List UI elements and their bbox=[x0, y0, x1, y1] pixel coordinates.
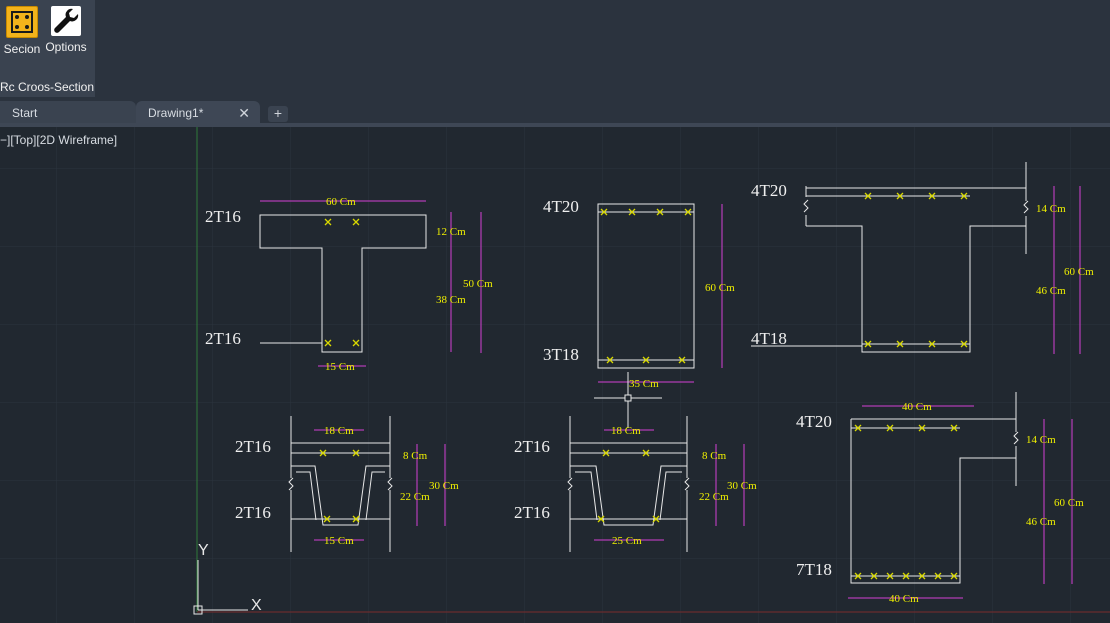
section-4-web-height-label: 22 Cm bbox=[400, 491, 430, 503]
section-1-flange-label: 12 Cm bbox=[436, 226, 466, 238]
section-6-bottom-bars: 7T18 bbox=[796, 560, 832, 579]
add-tab-button[interactable]: + bbox=[268, 106, 288, 122]
section-button[interactable]: Secion bbox=[0, 4, 44, 58]
panel-title: Rc Croos-Section bbox=[0, 80, 95, 94]
section-3-total-label: 60 Cm bbox=[1064, 266, 1094, 278]
section-5-top-bars: 2T16 bbox=[514, 437, 550, 456]
section-5-bottom-bars: 2T16 bbox=[514, 503, 550, 522]
wrench-icon bbox=[51, 6, 81, 36]
tab-start-label: Start bbox=[12, 106, 38, 120]
section-5-bottom-width-label: 25 Cm bbox=[612, 535, 642, 547]
section-1 bbox=[259, 200, 482, 367]
viewport-controls[interactable]: −][Top][2D Wireframe] bbox=[0, 133, 118, 147]
tab-bar: Start Drawing1* ✕ + bbox=[0, 97, 1110, 126]
section-1-width-label: 60 Cm bbox=[326, 196, 356, 208]
tab-divider bbox=[0, 123, 1110, 127]
drawing-canvas[interactable]: 2T16 2T16 60 Cm 12 Cm 50 Cm 38 Cm 15 Cm … bbox=[0, 127, 1110, 623]
section-2 bbox=[597, 203, 723, 383]
section-3-web-height-label: 46 Cm bbox=[1036, 285, 1066, 297]
section-2-width-label: 35 Cm bbox=[629, 378, 659, 390]
ucs-x-label: X bbox=[251, 597, 262, 614]
section-2-height-label: 60 Cm bbox=[705, 282, 735, 294]
tab-drawing-label: Drawing1* bbox=[148, 106, 204, 120]
section-5-flange-label: 8 Cm bbox=[702, 450, 727, 462]
section-1-top-bars: 2T16 bbox=[205, 207, 241, 226]
ribbon: Secion Options Rc Croos-Section bbox=[0, 0, 1110, 97]
close-icon[interactable]: ✕ bbox=[238, 105, 250, 121]
section-1-total-label: 50 Cm bbox=[463, 278, 493, 290]
section-1-web-width-label: 15 Cm bbox=[325, 361, 355, 373]
section-6-bottom-width-label: 40 Cm bbox=[889, 593, 919, 605]
ucs-y-label: Y bbox=[198, 542, 209, 559]
section-4-flange-label: 8 Cm bbox=[403, 450, 428, 462]
section-6-web-height-label: 46 Cm bbox=[1026, 516, 1056, 528]
section-1-bottom-bars: 2T16 bbox=[205, 329, 241, 348]
ucs-icon bbox=[193, 560, 248, 615]
section-4-top-width-label: 18 Cm bbox=[324, 425, 354, 437]
section-6-top-bars: 4T20 bbox=[796, 412, 832, 431]
section-3-flange-label: 14 Cm bbox=[1036, 203, 1066, 215]
section-3-top-bars: 4T20 bbox=[751, 181, 787, 200]
section-4-bottom-bars: 2T16 bbox=[235, 503, 271, 522]
section-4-total-label: 30 Cm bbox=[429, 480, 459, 492]
section-2-bottom-bars: 3T18 bbox=[543, 345, 579, 364]
section-6 bbox=[848, 392, 1073, 599]
section-5 bbox=[567, 416, 745, 552]
options-button[interactable]: Options bbox=[44, 4, 88, 58]
section-5-top-width-label: 18 Cm bbox=[611, 425, 641, 437]
tab-drawing[interactable]: Drawing1* ✕ bbox=[136, 101, 260, 125]
tab-start[interactable]: Start bbox=[0, 101, 136, 125]
section-6-flange-label: 14 Cm bbox=[1026, 434, 1056, 446]
ribbon-panel: Secion Options Rc Croos-Section bbox=[0, 0, 95, 97]
section-1-web-height-label: 38 Cm bbox=[436, 294, 466, 306]
crosshair-cursor bbox=[594, 372, 662, 428]
section-icon bbox=[6, 6, 38, 38]
section-4-top-bars: 2T16 bbox=[235, 437, 271, 456]
section-6-total-label: 60 Cm bbox=[1054, 497, 1084, 509]
section-5-web-height-label: 22 Cm bbox=[699, 491, 729, 503]
section-button-label: Secion bbox=[3, 42, 41, 56]
section-6-top-width-label: 40 Cm bbox=[902, 401, 932, 413]
grid bbox=[0, 127, 1110, 623]
section-4 bbox=[288, 416, 446, 552]
section-4-bottom-width-label: 15 Cm bbox=[324, 535, 354, 547]
section-2-top-bars: 4T20 bbox=[543, 197, 579, 216]
section-3 bbox=[751, 162, 1081, 354]
section-5-total-label: 30 Cm bbox=[727, 480, 757, 492]
options-button-label: Options bbox=[45, 40, 87, 54]
section-3-bottom-bars: 4T18 bbox=[751, 329, 787, 348]
